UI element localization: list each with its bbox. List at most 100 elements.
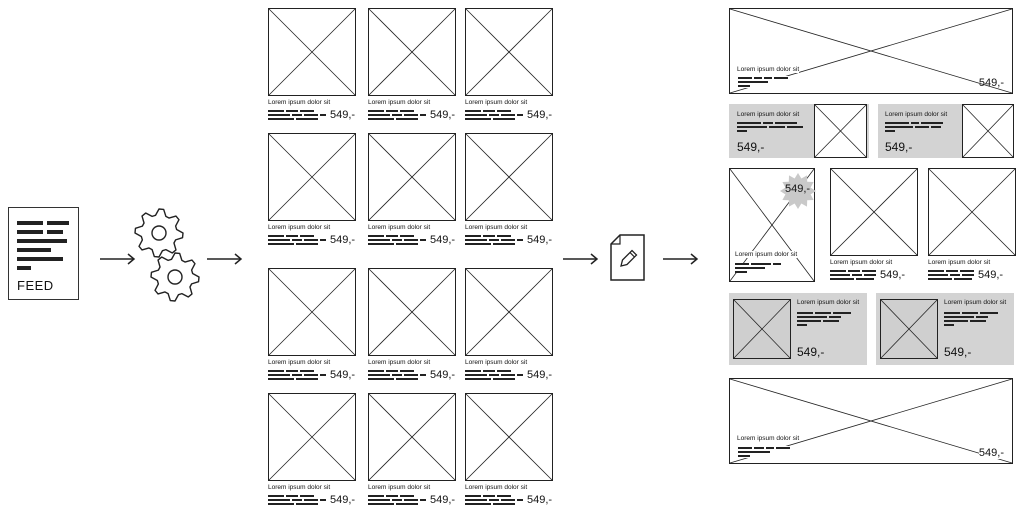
price-label: 549,- [737,140,765,154]
placeholder-image-icon [465,268,553,356]
placeholder-image-icon [928,168,1016,256]
placeholder-image-icon [368,393,456,481]
promo-right: Lorem ipsum dolor sit 549,- [878,104,1014,158]
product-tile: Lorem ipsum dolor sit 549,- [465,393,553,506]
product-tile: Lorem ipsum dolor sit 549,- [368,393,456,506]
product-tile: Lorem ipsum dolor sit 549,- [465,133,553,246]
card-right: Lorem ipsum dolor sit 549,- [928,168,1016,281]
feed-document-icon: FEED [8,207,79,300]
placeholder-image-icon [268,268,356,356]
price-label: 549,- [330,369,356,381]
product-caption: Lorem ipsum dolor sit [268,359,331,366]
card-image [928,168,1016,256]
placeholder-image-icon [368,268,456,356]
price-label: 549,- [944,345,972,359]
price-label: 549,- [527,234,553,246]
placeholder-image-icon [268,393,356,481]
product-tile: Lorem ipsum dolor sit 549,- [268,268,356,381]
card-image [733,299,791,359]
text-lines [465,110,523,120]
text-lines [368,495,426,505]
text-lines [885,122,943,132]
product-image [268,8,356,96]
product-caption: Lorem ipsum dolor sit [268,99,331,106]
gray-card-left: Lorem ipsum dolor sit 549,- [729,293,867,365]
card-mid: Lorem ipsum dolor sit 549,- [830,168,918,281]
placeholder-image-icon [962,104,1014,158]
text-lines [465,235,523,245]
placeholder-image-icon [465,8,553,96]
arrow-right-icon [100,253,136,265]
product-image [368,268,456,356]
banner-caption: Lorem ipsum dolor sit [737,66,800,73]
product-image [465,8,553,96]
text-lines [737,76,789,88]
price-label: 549,- [330,234,356,246]
text-lines [830,270,876,280]
text-lines [268,495,326,505]
text-lines [735,263,781,273]
price-label: 549,- [527,109,553,121]
arrow-right-icon [663,253,699,265]
placeholder-image-icon [465,133,553,221]
text-lines [368,235,426,245]
gears-icon [134,208,200,302]
price-label: 549,- [430,494,456,506]
product-caption: Lorem ipsum dolor sit [465,484,528,491]
product-image [368,8,456,96]
placeholder-image-icon [814,104,867,158]
product-tile: Lorem ipsum dolor sit 549,- [268,133,356,246]
price-label: 549,- [797,345,825,359]
placeholder-image-icon [880,299,938,359]
promo-image [814,104,867,158]
promo-caption: Lorem ipsum dolor sit [885,111,948,118]
product-caption: Lorem ipsum dolor sit [368,484,431,491]
edit-document-icon [610,234,645,281]
price-label: 549,- [527,494,553,506]
product-image [268,393,356,481]
promo-left: Lorem ipsum dolor sit 549,- [729,104,869,158]
price-label: 549,- [978,269,1004,281]
product-image [368,393,456,481]
badge-price: 549,- [785,183,811,195]
feed-label: FEED [17,278,54,293]
price-label: 549,- [978,77,1004,89]
placeholder-image-icon [830,168,918,256]
text-lines [465,495,523,505]
card-image [830,168,918,256]
product-caption: Lorem ipsum dolor sit [465,224,528,231]
product-image [465,393,553,481]
placeholder-image-icon [268,133,356,221]
badge-card: 549,- Lorem ipsum dolor sit [729,168,816,282]
product-image [465,133,553,221]
arrow-right-icon [563,253,599,265]
price-label: 549,- [430,369,456,381]
promo-image [962,104,1014,158]
card-caption: Lorem ipsum dolor sit [735,251,798,258]
text-lines [737,446,791,458]
product-image [268,268,356,356]
document-lines-icon [17,221,69,270]
text-lines [368,110,426,120]
text-lines [944,312,998,326]
placeholder-image-icon [268,8,356,96]
price-label: 549,- [330,494,356,506]
price-label: 549,- [885,140,913,154]
arrow-right-icon [207,253,243,265]
card-caption: Lorem ipsum dolor sit [928,259,991,266]
text-lines [268,370,326,380]
placeholder-image-icon [368,8,456,96]
text-lines [268,110,326,120]
product-caption: Lorem ipsum dolor sit [268,224,331,231]
card-caption: Lorem ipsum dolor sit [797,299,860,306]
text-lines [928,270,974,280]
starburst-badge-icon [780,173,816,209]
gray-card-right: Lorem ipsum dolor sit 549,- [876,293,1014,365]
text-lines [368,370,426,380]
banner-bottom: Lorem ipsum dolor sit 549,- [729,378,1013,464]
card-caption: Lorem ipsum dolor sit [944,299,1007,306]
text-lines [797,312,851,326]
